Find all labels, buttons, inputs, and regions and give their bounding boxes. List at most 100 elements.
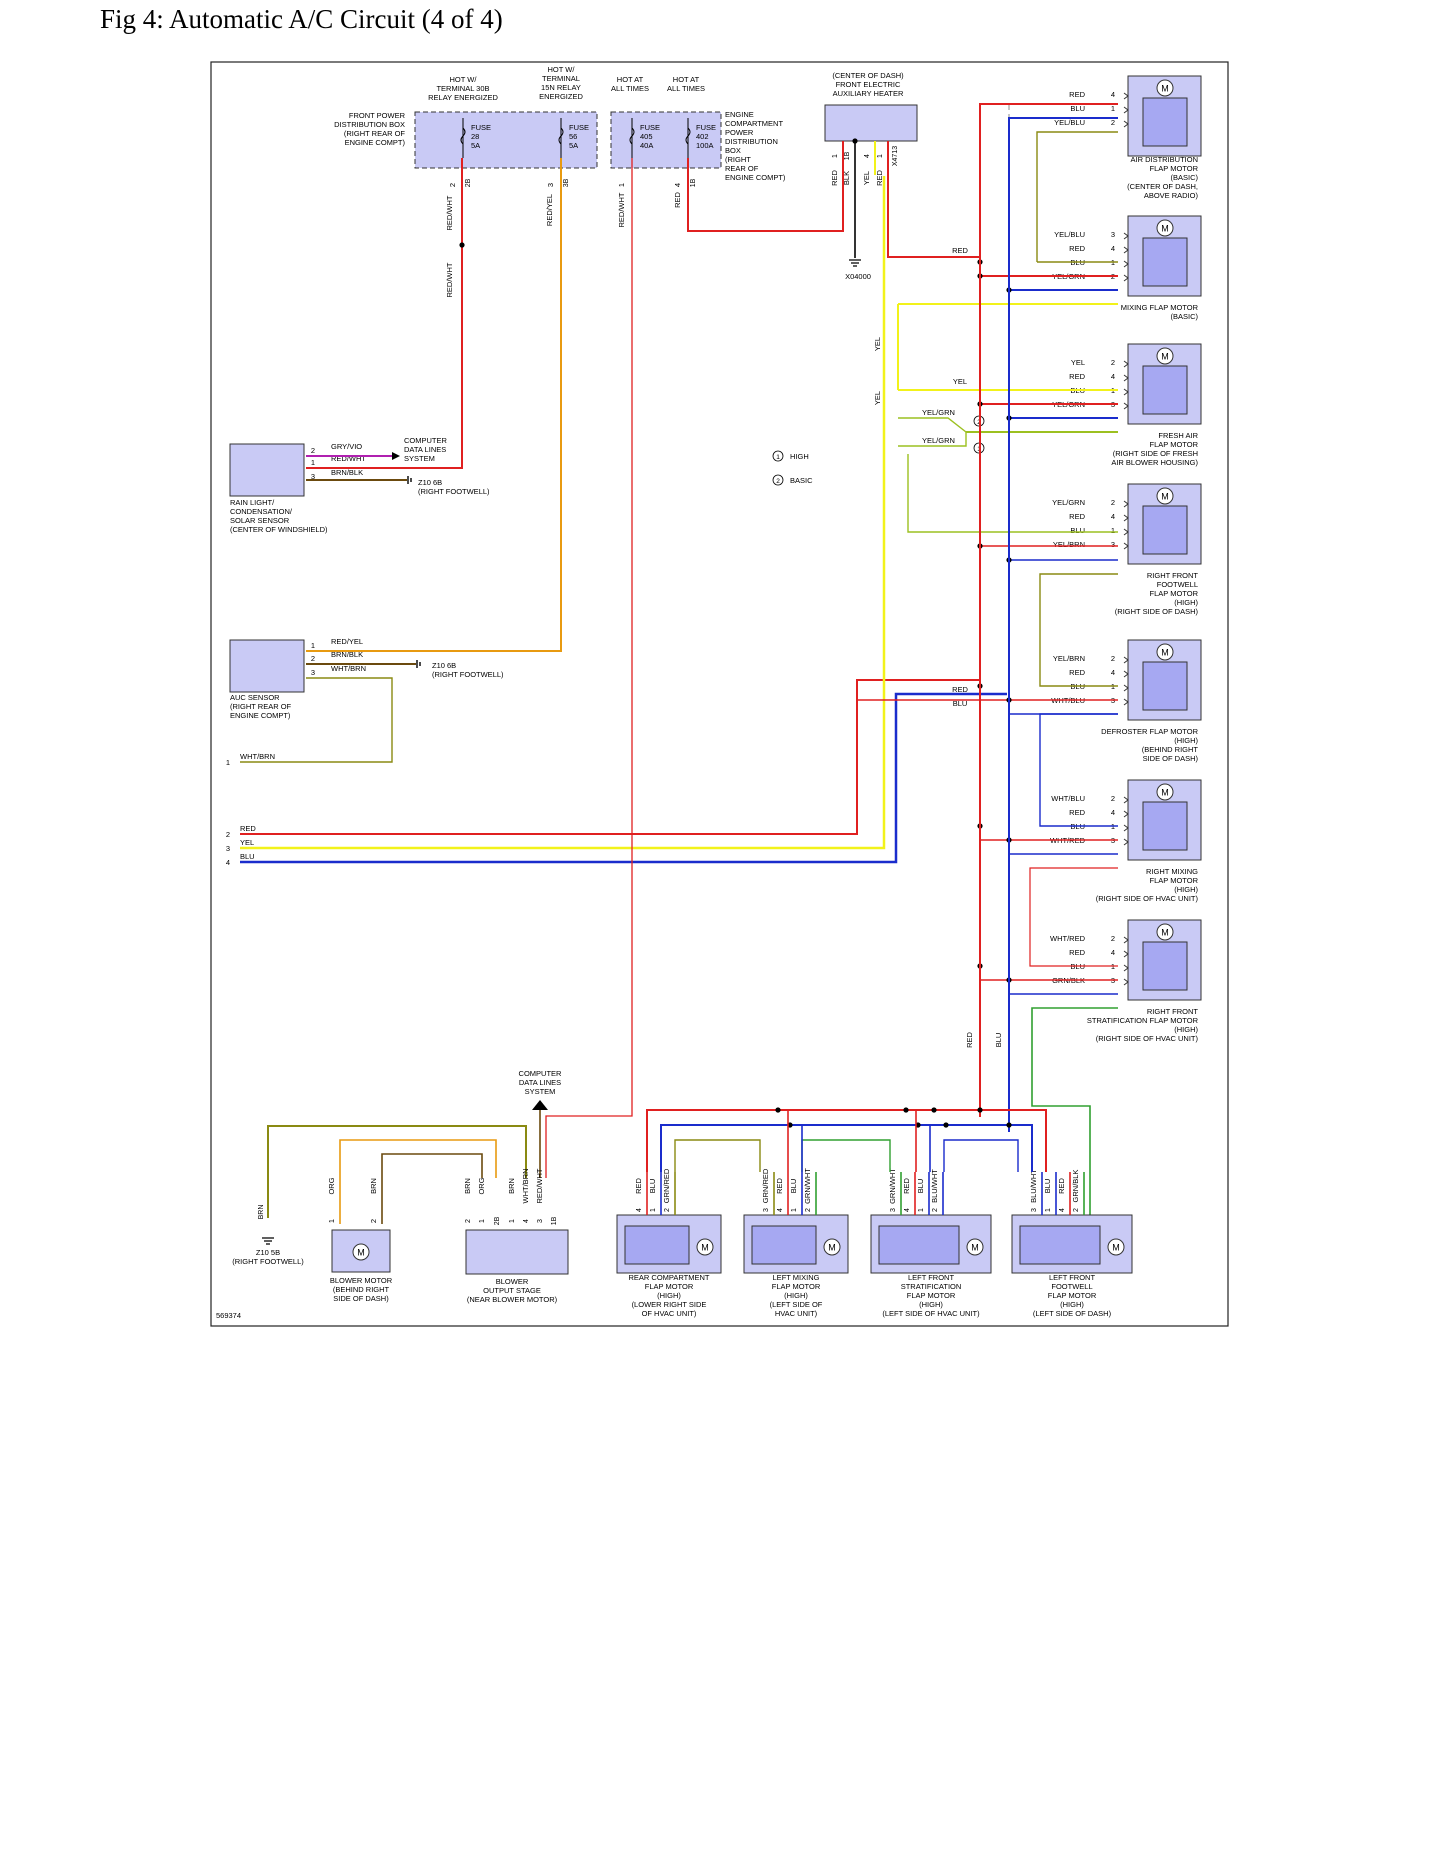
label-line: 2 <box>1111 498 1115 507</box>
label-line: GRN/RED <box>662 1168 671 1203</box>
bottom-flap-motor-wire: BLU <box>789 1179 798 1194</box>
label-line: 4 <box>1059 1208 1066 1212</box>
flap-motor-wire-label: YEL/BRN <box>1053 540 1085 549</box>
label-line: (RIGHT FOOTWELL) <box>432 670 504 679</box>
label-line: RED <box>952 685 968 694</box>
label-line: STRATIFICATION <box>901 1282 962 1291</box>
motor-icon-letter: M <box>1161 788 1169 798</box>
flap-motor-pin: 4 <box>1111 90 1115 99</box>
label-line: 1B <box>551 1216 558 1225</box>
flap-motor-wire-label: YEL/BLU <box>1054 230 1085 239</box>
red-heater-wire <box>887 141 980 258</box>
flap-motor-body-5 <box>1142 801 1188 851</box>
label-line: 4 <box>1111 808 1115 817</box>
label-line: BLU <box>1043 1179 1052 1194</box>
label-line: FLAP MOTOR <box>1150 164 1199 173</box>
blower-stage-wire: RED/WHT <box>535 1168 544 1203</box>
legend-marker-2 <box>772 474 784 486</box>
label-line: 1 <box>1111 526 1115 535</box>
yelgrn-jog-2 <box>898 432 967 447</box>
motor-icon <box>1156 487 1174 505</box>
label-line: RED <box>1069 512 1085 521</box>
label-line: M <box>1161 928 1169 938</box>
label-line: BLU <box>953 699 968 708</box>
label-line: (RIGHT SIDE OF HVAC UNIT) <box>1096 1034 1199 1043</box>
label-line: 4 <box>904 1208 911 1212</box>
motor-icon-letter: M <box>1161 84 1169 94</box>
label-line: 569374 <box>216 1311 241 1320</box>
rain-sensor-pin: 1 <box>311 458 315 467</box>
fuse-f28-symbol <box>460 127 466 145</box>
bottom-flap-motor-body-3 <box>1019 1225 1101 1265</box>
red-vertical-label: RED <box>673 192 682 208</box>
flap-motor-wire-label: BLU <box>1070 104 1085 113</box>
label-line: POWER <box>725 128 754 137</box>
label-line: BLOWER <box>496 1277 529 1286</box>
bottom-flap-motor-wire: BLU <box>1043 1179 1052 1194</box>
label-line: BLU <box>1070 526 1085 535</box>
auc-sensor-ground: Z10 6B(RIGHT FOOTWELL) <box>432 661 504 679</box>
yel-vertical-label: YEL <box>873 337 882 351</box>
motor-icon-letter: M <box>701 1243 709 1253</box>
label-line: 1 <box>1045 1208 1052 1212</box>
label-line: YEL <box>953 377 967 386</box>
label-line: (BEHIND RIGHT <box>333 1285 390 1294</box>
blower-stage-wire: ORG <box>477 1177 486 1194</box>
label-line: 3 <box>1111 230 1115 239</box>
label-line: Z10 6B <box>418 478 442 487</box>
splice-dot <box>775 1107 781 1113</box>
pin-chevron <box>1123 232 1129 240</box>
label-line: (LEFT SIDE OF HVAC UNIT) <box>882 1309 980 1318</box>
flap-motor-body-2 <box>1142 365 1188 415</box>
label-line: 1 <box>832 154 839 158</box>
label-line: ENGINE COMPT) <box>725 173 786 182</box>
bottom-flap-motor-wire: RED <box>902 1178 911 1194</box>
motor-icon-letter: M <box>971 1243 979 1253</box>
flap-motor-pin: 4 <box>1111 512 1115 521</box>
air-dist-blu <box>1008 117 1118 276</box>
connector-wire-label: WHT/BRN <box>240 752 275 761</box>
pin-chevron <box>1123 402 1129 410</box>
flap-motor-pin: 4 <box>1111 948 1115 957</box>
label-line: DATA LINES <box>404 445 446 454</box>
flap-motor-pin: 1 <box>1111 526 1115 535</box>
blower-stage-wire: BRN <box>463 1178 472 1194</box>
flap-motor-pin: 4 <box>1111 668 1115 677</box>
bottom-flap-motor-pin: 2 <box>932 1208 939 1212</box>
label-line: FOOTWELL <box>1157 580 1198 589</box>
yel-brn-wire <box>1039 573 1118 687</box>
label-line: YEL <box>1071 358 1085 367</box>
label-line: DATA LINES <box>519 1078 561 1087</box>
red-main-wire <box>240 679 980 835</box>
label-line: (HIGH) <box>1060 1300 1084 1309</box>
label-line: 2 <box>805 1208 812 1212</box>
flap-motor-pin: 2 <box>1111 794 1115 803</box>
label-line: M <box>828 1243 836 1253</box>
flap-motor-wire-label: RED <box>1069 512 1085 521</box>
label-line: FLAP MOTOR <box>907 1291 956 1300</box>
label-line: YEL <box>873 391 882 405</box>
label-line: Z10 5B <box>256 1248 280 1257</box>
label-line: YEL/GRN <box>922 436 955 445</box>
label-line: GRN/WHT <box>803 1168 812 1204</box>
pin-chevron <box>1123 964 1129 972</box>
bottom-flap-motor-wire: GRN/RED <box>662 1168 671 1203</box>
label-line: (HIGH) <box>1174 598 1198 607</box>
label-line: BASIC <box>790 476 813 485</box>
label-line: RIGHT FRONT <box>1147 1007 1199 1016</box>
label-line: 2B <box>465 178 472 187</box>
flap-motor-wire-label: WHT/RED <box>1050 934 1086 943</box>
rain-sensor-wire-label: BRN/BLK <box>331 468 363 477</box>
flap-motor-wire-label: YEL/BRN <box>1053 654 1085 663</box>
air-dist-red <box>979 103 1118 262</box>
motor-icon <box>696 1238 714 1256</box>
wht-red-wire <box>1029 867 1118 967</box>
label-line: FRESH AIR <box>1158 431 1198 440</box>
label-line: (RIGHT SIDE OF DASH) <box>1115 607 1199 616</box>
label-line: 4 <box>1111 372 1115 381</box>
bottom-flap-motor-pin: 1 <box>918 1208 925 1212</box>
red-fuse402-heater <box>687 141 844 232</box>
